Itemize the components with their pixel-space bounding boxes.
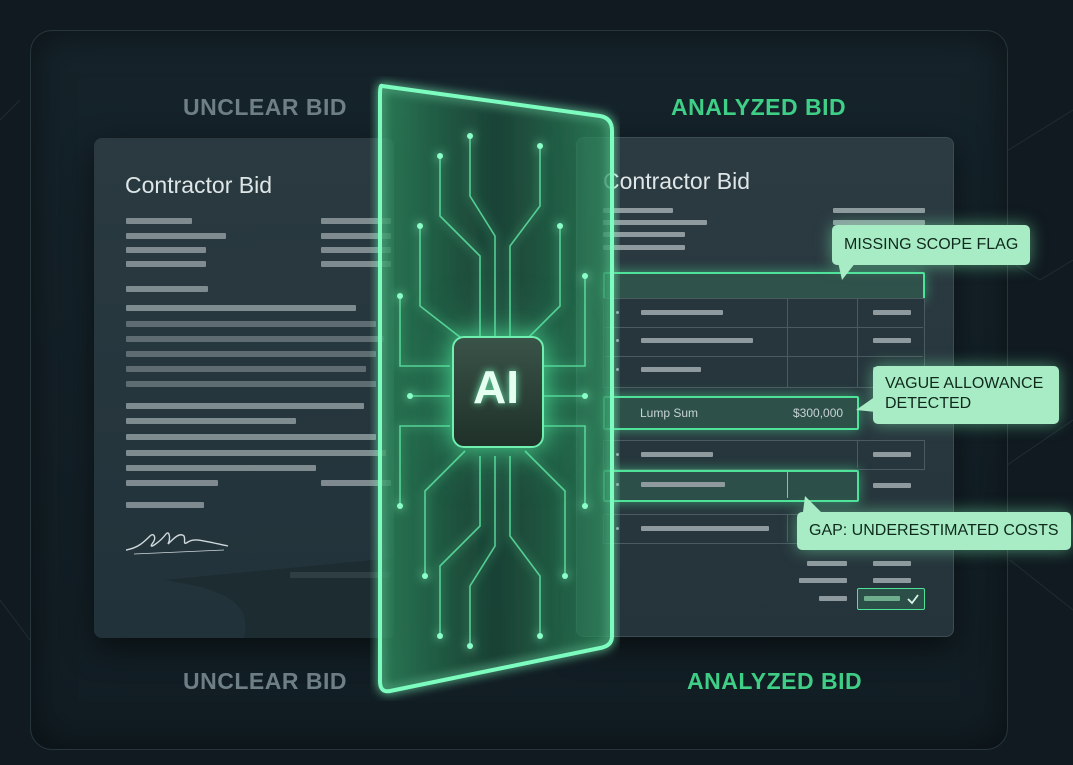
missing-scope-callout: MISSING SCOPE FLAG (832, 225, 1031, 265)
gap-callout: GAP: UNDERESTIMATED COSTS (797, 512, 1071, 550)
missing-scope-row[interactable] (603, 272, 925, 300)
text-line (126, 381, 376, 387)
left-doc-title: Contractor Bid (125, 172, 273, 198)
table-divider (603, 327, 923, 328)
text-line (126, 351, 376, 357)
text-line (126, 403, 364, 409)
text-line (126, 233, 226, 239)
text-line (603, 245, 685, 250)
ai-chip-icon (452, 336, 544, 448)
table-cell-text (641, 452, 713, 457)
table-divider (603, 356, 923, 357)
table-cell-text (641, 310, 723, 315)
text-line (603, 232, 685, 237)
text-line (126, 218, 192, 224)
right-heading-top: ANALYZED BID (671, 94, 847, 120)
total-text (799, 578, 847, 583)
text-line (126, 286, 208, 292)
text-line (126, 450, 386, 456)
callout-pointer (803, 496, 821, 512)
left-heading-bottom: UNCLEAR BID (183, 668, 347, 694)
approve-button[interactable] (857, 588, 925, 610)
right-heading-bottom: ANALYZED BID (687, 668, 863, 694)
check-icon (907, 594, 919, 605)
missing-scope-callout-text: MISSING SCOPE FLAG (844, 236, 1019, 253)
left-heading-top: UNCLEAR BID (183, 94, 347, 120)
right-doc-title: Contractor Bid (603, 168, 751, 194)
table-cell-text (873, 483, 911, 488)
lump-sum-value: $300,000 (793, 406, 844, 420)
text-line (603, 220, 707, 225)
callout-pointer (856, 396, 876, 412)
text-line (321, 261, 391, 267)
gap-callout-text: GAP: UNDERESTIMATED COSTS (809, 522, 1059, 539)
text-line (603, 208, 673, 213)
total-text (873, 578, 911, 583)
table-cell-text (873, 310, 911, 315)
analyzed-bid-document: Contractor Bid Lump Sum $300,000 (576, 137, 954, 637)
approve-button-text (864, 596, 900, 601)
text-line (126, 321, 376, 327)
row-bullet (616, 483, 619, 486)
total-text (819, 596, 847, 601)
text-line (321, 233, 391, 239)
ai-chip-label: AI (473, 361, 519, 413)
text-line (126, 336, 384, 342)
table-divider (857, 440, 858, 468)
vague-allowance-line2: DETECTED (885, 395, 972, 412)
table-divider (787, 298, 788, 388)
table-cell-text (873, 338, 911, 343)
text-line (833, 208, 925, 213)
vague-allowance-callout: VAGUE ALLOWANCE DETECTED (873, 366, 1059, 424)
row-bullet (616, 368, 619, 371)
table-divider (787, 470, 788, 498)
text-line (126, 434, 376, 440)
text-line (126, 465, 316, 471)
vague-allowance-line1: VAGUE ALLOWANCE (885, 375, 1044, 392)
table-cell-text (641, 338, 753, 343)
text-line (126, 502, 204, 508)
text-line (833, 220, 925, 225)
text-line (126, 480, 218, 486)
table-cell-text (641, 482, 725, 487)
table-divider (857, 298, 858, 388)
text-line (321, 218, 391, 224)
table-cell-text (641, 367, 701, 372)
table-cell-text (641, 526, 769, 531)
table-divider (787, 514, 788, 542)
text-line (126, 247, 206, 253)
row-bullet (616, 339, 619, 342)
table-cell-text (873, 452, 911, 457)
text-line (321, 480, 391, 486)
text-line (126, 366, 366, 372)
signature-icon (125, 532, 229, 555)
text-line (321, 247, 391, 253)
text-line (126, 418, 296, 424)
total-text (873, 561, 911, 566)
unclear-bid-document: Contractor Bid (94, 138, 394, 638)
text-line (126, 305, 356, 311)
total-text (807, 561, 847, 566)
text-line (126, 261, 206, 267)
callout-pointer (838, 262, 856, 280)
row-bullet (616, 527, 619, 530)
lump-sum-label: Lump Sum (640, 406, 699, 420)
row-bullet (616, 311, 619, 314)
row-bullet (616, 453, 619, 456)
page-curl (164, 558, 394, 638)
